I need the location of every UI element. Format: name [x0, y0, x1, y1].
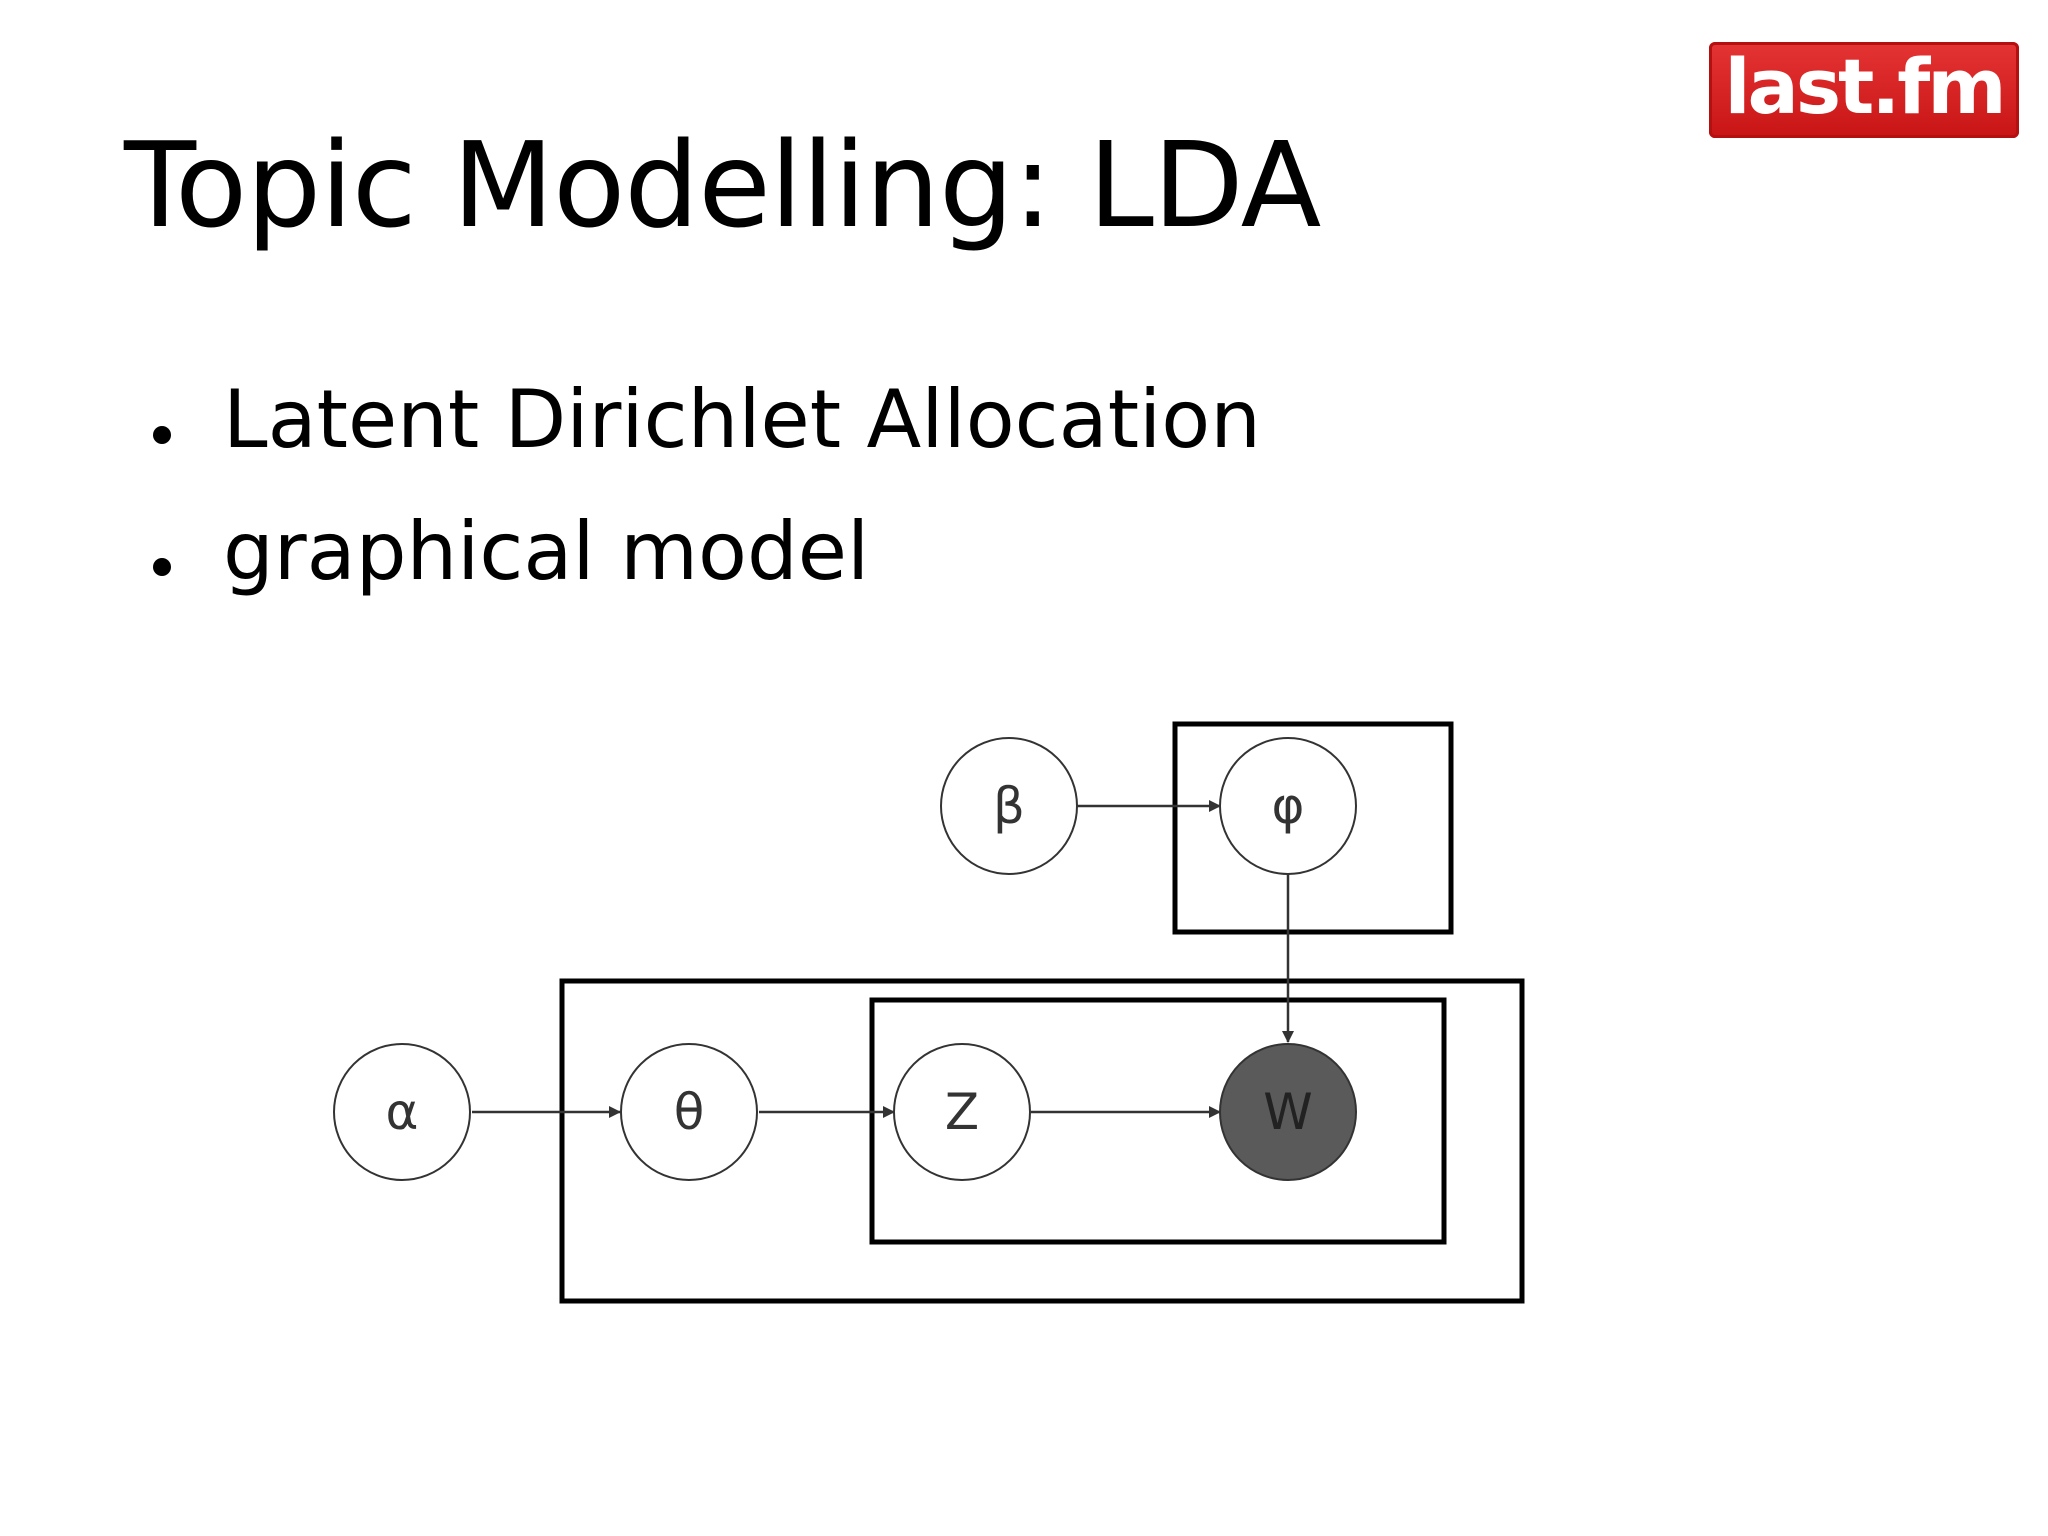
bullet-icon: [153, 426, 171, 444]
plate-topics: [1172, 721, 1454, 935]
node-alpha-label: α: [386, 1083, 419, 1141]
bullet-item: graphical model: [146, 512, 1261, 644]
bullet-list: Latent Dirichlet Allocation graphical mo…: [146, 380, 1261, 644]
node-theta-label: θ: [674, 1083, 705, 1141]
slide-title: Topic Modelling: LDA: [124, 116, 1321, 254]
node-beta-label: β: [993, 777, 1025, 835]
node-w-observed: W: [1219, 1043, 1357, 1181]
bullet-text: graphical model: [223, 505, 870, 598]
plate-documents: [559, 978, 1525, 1304]
bullet-item: Latent Dirichlet Allocation: [146, 380, 1261, 512]
node-z-label: Z: [945, 1083, 979, 1141]
node-beta: β: [940, 737, 1078, 875]
bullet-text: Latent Dirichlet Allocation: [223, 373, 1261, 466]
node-theta: θ: [620, 1043, 758, 1181]
lastfm-logo: last.fm: [1709, 42, 2019, 138]
node-alpha: α: [333, 1043, 471, 1181]
node-phi-label: φ: [1272, 777, 1305, 835]
node-w-label: W: [1263, 1083, 1312, 1141]
bullet-icon: [153, 558, 171, 576]
plate-words: [869, 997, 1447, 1245]
logo-text: last.fm: [1724, 42, 2006, 131]
node-z: Z: [893, 1043, 1031, 1181]
node-phi: φ: [1219, 737, 1357, 875]
